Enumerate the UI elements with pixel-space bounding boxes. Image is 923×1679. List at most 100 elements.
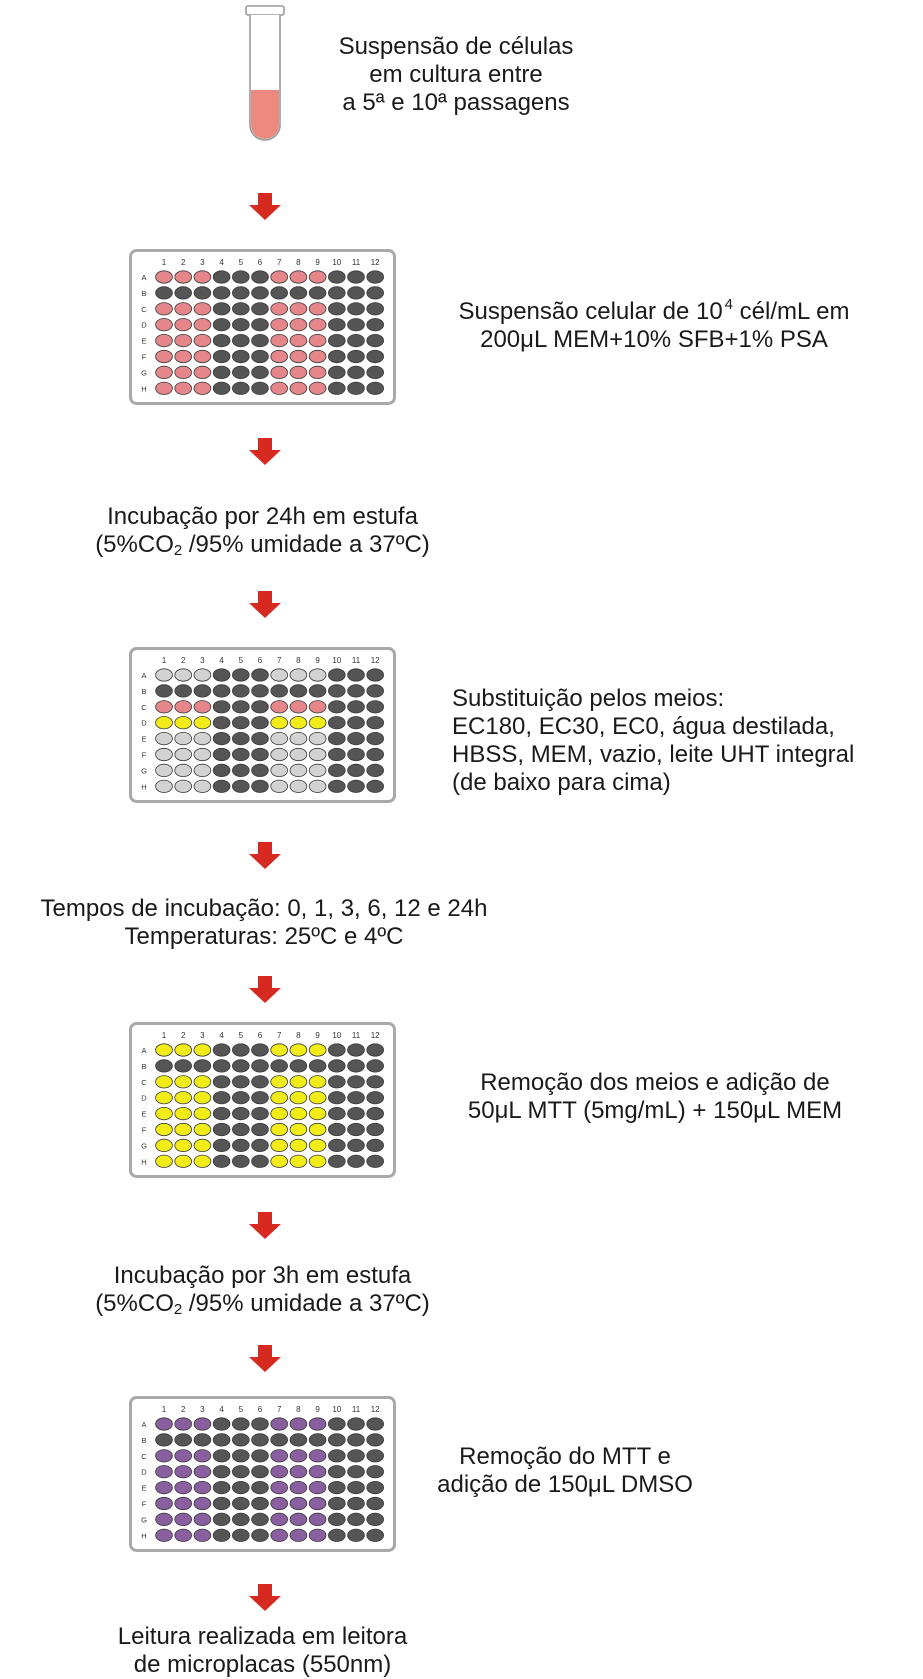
well-empty: [328, 747, 346, 762]
well-empty: [366, 1528, 385, 1542]
well-empty: [366, 365, 385, 380]
well-empty: [366, 700, 385, 714]
well-yellow: [155, 1138, 173, 1153]
well-empty: [212, 763, 231, 778]
well-empty: [251, 716, 269, 730]
well-empty: [232, 1417, 250, 1431]
well-empty: [232, 668, 250, 682]
well-pink: [270, 302, 289, 316]
well-yellow: [193, 1154, 212, 1168]
down-arrow-icon: [249, 438, 281, 465]
well-yellow: [193, 1091, 212, 1105]
column-label: 5: [239, 1405, 244, 1414]
column-label: 5: [239, 258, 244, 267]
well-empty: [212, 1512, 231, 1527]
well-empty: [251, 1465, 269, 1479]
well-empty: [232, 1107, 250, 1121]
well-purple: [289, 1465, 308, 1479]
well-pink: [155, 381, 173, 395]
well-pink: [174, 318, 193, 332]
well-empty: [366, 1417, 385, 1431]
well-empty: [232, 1138, 250, 1153]
row-label: C: [141, 1452, 147, 1461]
well-empty: [347, 1059, 365, 1073]
row-label: G: [141, 766, 147, 775]
well-empty: [212, 1091, 231, 1105]
row-label: C: [141, 305, 147, 314]
well-yellow: [155, 1154, 173, 1168]
column-label: 2: [181, 1031, 186, 1040]
well-pink: [174, 381, 193, 395]
well-yellow: [155, 1075, 173, 1089]
well-empty: [366, 334, 385, 348]
well-purple: [193, 1417, 212, 1431]
well-empty: [366, 1465, 385, 1479]
well-empty: [328, 684, 346, 698]
well-empty: [232, 270, 250, 284]
well-light: [155, 668, 173, 682]
well-empty: [251, 1417, 269, 1431]
well-empty: [328, 1107, 346, 1121]
well-pink: [308, 349, 327, 364]
well-empty: [193, 286, 212, 300]
well-empty: [347, 365, 365, 380]
column-label: 2: [181, 656, 186, 665]
column-label: 10: [332, 656, 341, 665]
well-empty: [328, 1496, 346, 1511]
well-pink: [270, 270, 289, 284]
step-4-text: Substituição pelos meios: EC180, EC30, E…: [452, 685, 855, 796]
well-pink: [308, 270, 327, 284]
well-empty: [366, 779, 385, 793]
well-empty: [347, 1075, 365, 1089]
well-pink: [174, 700, 193, 714]
row-label: G: [141, 1141, 147, 1150]
well-empty: [232, 1433, 250, 1447]
well-purple: [270, 1528, 289, 1542]
well-empty: [366, 1091, 385, 1105]
well-empty: [347, 668, 365, 682]
well-empty: [328, 1417, 346, 1431]
well-yellow: [193, 1122, 212, 1137]
row-label: C: [141, 1078, 147, 1087]
column-label: 7: [277, 1031, 282, 1040]
well-empty: [174, 1059, 193, 1073]
well-yellow: [289, 1043, 308, 1057]
well-empty: [366, 1496, 385, 1511]
row-label: F: [142, 751, 147, 760]
well-empty: [212, 381, 231, 395]
well-light: [308, 763, 327, 778]
column-label: 3: [200, 1031, 205, 1040]
well-empty: [251, 1481, 269, 1495]
well-light: [155, 779, 173, 793]
well-yellow: [308, 1122, 327, 1137]
column-label: 11: [352, 1031, 361, 1040]
well-purple: [174, 1449, 193, 1463]
column-label: 1: [162, 656, 167, 665]
well-purple: [308, 1496, 327, 1511]
well-yellow: [270, 1075, 289, 1089]
well-pink: [193, 365, 212, 380]
column-label: 7: [277, 656, 282, 665]
well-empty: [347, 1122, 365, 1137]
well-empty: [308, 1059, 327, 1073]
well-empty: [212, 1481, 231, 1495]
well-pink: [308, 365, 327, 380]
well-empty: [308, 684, 327, 698]
step-3-text: Incubação por 24h em estufa (5%CO2 /95% …: [95, 503, 430, 559]
well-empty: [366, 1075, 385, 1089]
step-7-text: Incubação por 3h em estufa (5%CO2 /95% u…: [95, 1262, 430, 1318]
well-light: [193, 732, 212, 746]
well-empty: [347, 716, 365, 730]
well-light: [270, 668, 289, 682]
well-yellow: [308, 1138, 327, 1153]
well-empty: [232, 1154, 250, 1168]
well-light: [289, 779, 308, 793]
well-light: [193, 779, 212, 793]
well-purple: [289, 1449, 308, 1463]
down-arrow-icon: [249, 842, 281, 869]
well-purple: [270, 1512, 289, 1527]
well-empty: [232, 747, 250, 762]
well-pink: [193, 700, 212, 714]
row-label: B: [141, 289, 146, 298]
well-pink: [289, 365, 308, 380]
